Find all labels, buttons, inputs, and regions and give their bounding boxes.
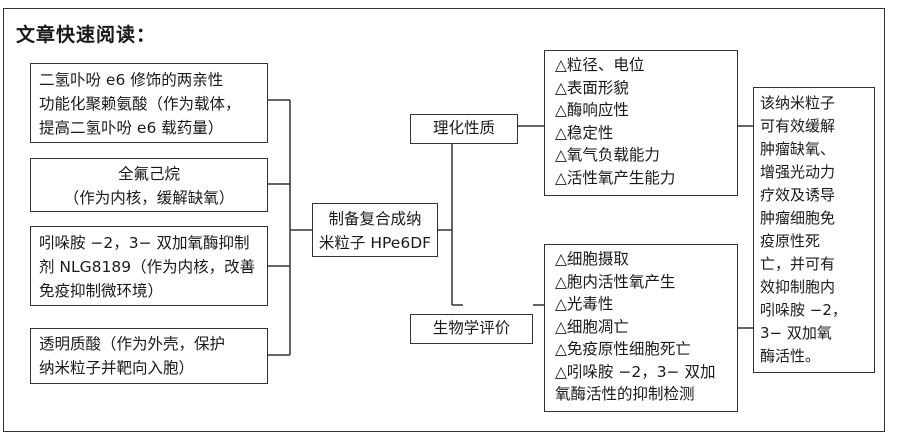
list-item: △吲哚胺 −2，3− 双加	[555, 362, 716, 381]
branch-label-physicochemical: 理化性质	[410, 114, 518, 144]
left-box-core-pfh: 全氟己烷 （作为内核，缓解缺氧）	[30, 158, 268, 212]
biological-items: △细胞摄取 △胞内活性氧产生 △光毒性 △细胞凋亡 △免疫原性细胞死亡 △吲哚胺…	[544, 244, 738, 412]
box-line: 二氢卟吩 e6 修饰的两亲性	[39, 71, 224, 89]
box-line: 提高二氢卟吩 e6 载药量）	[39, 119, 224, 137]
list-item: 氧酶活性的抑制检测	[555, 385, 695, 403]
list-item: △细胞凋亡	[555, 317, 629, 336]
box-line: （作为内核，缓解缺氧）	[63, 189, 235, 207]
figure-frame	[3, 8, 885, 432]
conclusion-line: 疗效及诱导	[760, 186, 836, 204]
conclusion-line: 3− 双加氧	[760, 324, 832, 342]
list-item: △活性氧产生能力	[555, 168, 676, 187]
list-item: △粒径、电位	[555, 56, 645, 74]
list-item: △表面形貌	[555, 78, 629, 97]
conclusion-line: 吲哚胺 −2，	[760, 301, 847, 319]
left-box-ido-inhibitor: 吲哚胺 −2，3− 双加氧酶抑制 剂 NLG8189（作为内核，改善 免疫抑制微…	[30, 226, 268, 306]
list-item: △胞内活性氧产生	[555, 272, 676, 291]
box-line: 剂 NLG8189（作为内核，改善	[39, 258, 256, 276]
list-item: △酶响应性	[555, 101, 629, 119]
box-line: 吲哚胺 −2，3− 双加氧酶抑制	[39, 234, 250, 252]
box-line: 全氟己烷	[117, 165, 180, 183]
list-item: △稳定性	[555, 123, 614, 142]
left-box-shell: 透明质酸（作为外壳，保护 纳米粒子并靶向入胞）	[30, 328, 268, 384]
left-box-carrier: 二氢卟吩 e6 修饰的两亲性 功能化聚赖氨酸（作为载体， 提高二氢卟吩 e6 载…	[30, 63, 268, 143]
conclusion-line: 可有效缓解	[760, 117, 836, 135]
list-item: △氧气负载能力	[555, 146, 660, 164]
box-line: 纳米粒子并靶向入胞）	[39, 359, 195, 377]
conclusion-line: 肿瘤细胞免	[760, 209, 836, 227]
box-line: 制备复合成纳	[328, 210, 422, 228]
conclusion-box: 该纳米粒子 可有效缓解 肿瘤缺氧、 增强光动力 疗效及诱导 肿瘤细胞免 疫原性死…	[753, 87, 875, 373]
branch-label: 生物学评价	[432, 319, 511, 337]
list-item: △细胞摄取	[555, 250, 629, 268]
figure-title: 文章快速阅读：	[16, 24, 157, 46]
physicochemical-items: △粒径、电位 △表面形貌 △酶响应性 △稳定性 △氧气负载能力 △活性氧产生能力	[544, 50, 738, 196]
branch-label-biological: 生物学评价	[410, 314, 533, 344]
box-line: 功能化聚赖氨酸（作为载体，	[39, 95, 241, 113]
conclusion-line: 疫原性死	[760, 232, 821, 250]
box-line: 米粒子 HPe6DF	[318, 234, 432, 252]
conclusion-line: 该纳米粒子	[760, 94, 836, 112]
conclusion-line: 亡，并可有	[760, 255, 836, 273]
box-line: 免疫抑制微环境）	[39, 282, 164, 300]
conclusion-line: 酶活性。	[760, 347, 821, 365]
conclusion-line: 效抑制胞内	[760, 278, 836, 296]
conclusion-line: 肿瘤缺氧、	[760, 140, 836, 158]
center-box-nanoparticle: 制备复合成纳 米粒子 HPe6DF	[312, 203, 438, 257]
list-item: △免疫原性细胞死亡	[555, 340, 691, 358]
list-item: △光毒性	[555, 295, 614, 313]
branch-label: 理化性质	[432, 119, 495, 137]
conclusion-line: 增强光动力	[760, 163, 836, 181]
box-line: 透明质酸（作为外壳，保护	[39, 335, 226, 353]
